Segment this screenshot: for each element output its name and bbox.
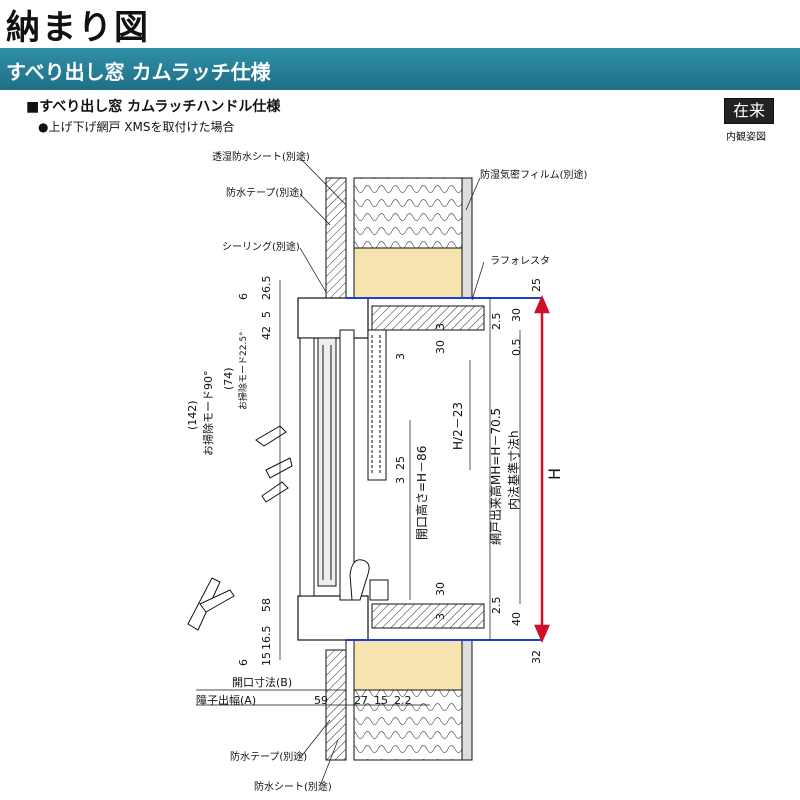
dim-open-label: 開口寸法(B) [232, 675, 292, 689]
diagram-heading: ■すべり出し窓 カムラッチハンドル仕様 [26, 99, 281, 115]
dim-top-6: 6 [237, 293, 250, 300]
dim-right-2-5-top: 2.5 [490, 313, 503, 331]
dim-center-25: 25 [394, 456, 407, 470]
dim-obstacle-label: 障子出幅(A) [196, 693, 256, 707]
dim-right-25: 25 [530, 278, 543, 292]
dim-right-3-top: 3 [434, 323, 447, 330]
dim-open-height: 開口高さ=H－86 [414, 446, 429, 540]
dim-right-3-mid: 3 [394, 353, 407, 360]
diagram-subheading: ●上げ下げ網戸 XMSを取付けた場合 [38, 120, 235, 134]
dim-bottom-15: 15 [260, 652, 273, 666]
dim-h-2-2: 2.2 [394, 694, 412, 707]
dim-h-15: 15 [374, 694, 388, 707]
dim-mode-142: (142) [186, 400, 199, 430]
height-arrow [534, 294, 550, 644]
dim-right-30-mid: 30 [434, 340, 447, 354]
dim-h-half: H/2－23 [451, 402, 465, 450]
callout-waterproof-sheet: 防水シート(別途) [254, 780, 332, 793]
dim-mode-74: (74) [222, 367, 235, 390]
dim-center-3: 3 [394, 477, 407, 484]
dim-top-5: 5 [260, 311, 273, 318]
dim-mode-clean-22-5: お掃除モード22.5° [237, 331, 249, 410]
dim-bottom-58: 58 [260, 598, 273, 612]
dim-right-40: 40 [510, 612, 523, 626]
dim-screen-height: 網戸出来高MH=H－70.5 [488, 408, 503, 545]
blue-reference-lines [346, 297, 542, 641]
callout-leaders [299, 157, 485, 787]
section-banner: すべり出し窓 カムラッチ仕様 [0, 48, 800, 90]
dim-top-26-5: 26.5 [260, 276, 273, 301]
wall-insulation [353, 177, 473, 761]
cleaning-mode-sash [187, 425, 293, 631]
dim-bottom-6: 6 [237, 659, 250, 666]
dim-inner-std: 内法基準寸法h [506, 430, 521, 510]
lining-boards [371, 305, 485, 629]
dim-right-2-5-bottom: 2.5 [490, 597, 503, 615]
dim-bottom-16-5: 16.5 [260, 626, 273, 651]
dim-right-30-top: 30 [510, 308, 523, 322]
dim-top-42: 42 [260, 326, 273, 340]
page-title: 納まり図 [6, 8, 150, 48]
window-frame [297, 297, 389, 641]
callout-lath: ラフォレスタ [490, 255, 550, 267]
view-badge: 在来 [724, 98, 774, 124]
dim-right-32: 32 [530, 650, 543, 664]
banner-title: すべり出し窓 カムラッチ仕様 [6, 60, 271, 84]
callout-moisture-sheet: 透湿防水シート(別途) [212, 150, 310, 163]
dim-h-59: 59 [314, 694, 328, 707]
callout-sealing: シーリング(別途) [222, 240, 300, 253]
dim-mode-clean-90: お掃除モード90° [201, 371, 215, 457]
dim-H: H [545, 468, 564, 480]
callout-waterproof-tape-top: 防水テープ(別途) [226, 186, 303, 199]
dim-h-27: 27 [354, 694, 368, 707]
callout-waterproof-tape-bottom: 防水テープ(別途) [230, 750, 307, 763]
dim-right-0-5: 0.5 [510, 339, 523, 357]
dim-right-30-bottom: 30 [434, 582, 447, 596]
cam-latch-handle [349, 559, 370, 601]
dim-right-3-bottom: 3 [434, 613, 447, 620]
view-badge-caption: 内観姿図 [726, 132, 766, 143]
callout-vapor-film: 防湿気密フィルム(別途) [480, 168, 588, 181]
dimension-lines [196, 280, 521, 706]
